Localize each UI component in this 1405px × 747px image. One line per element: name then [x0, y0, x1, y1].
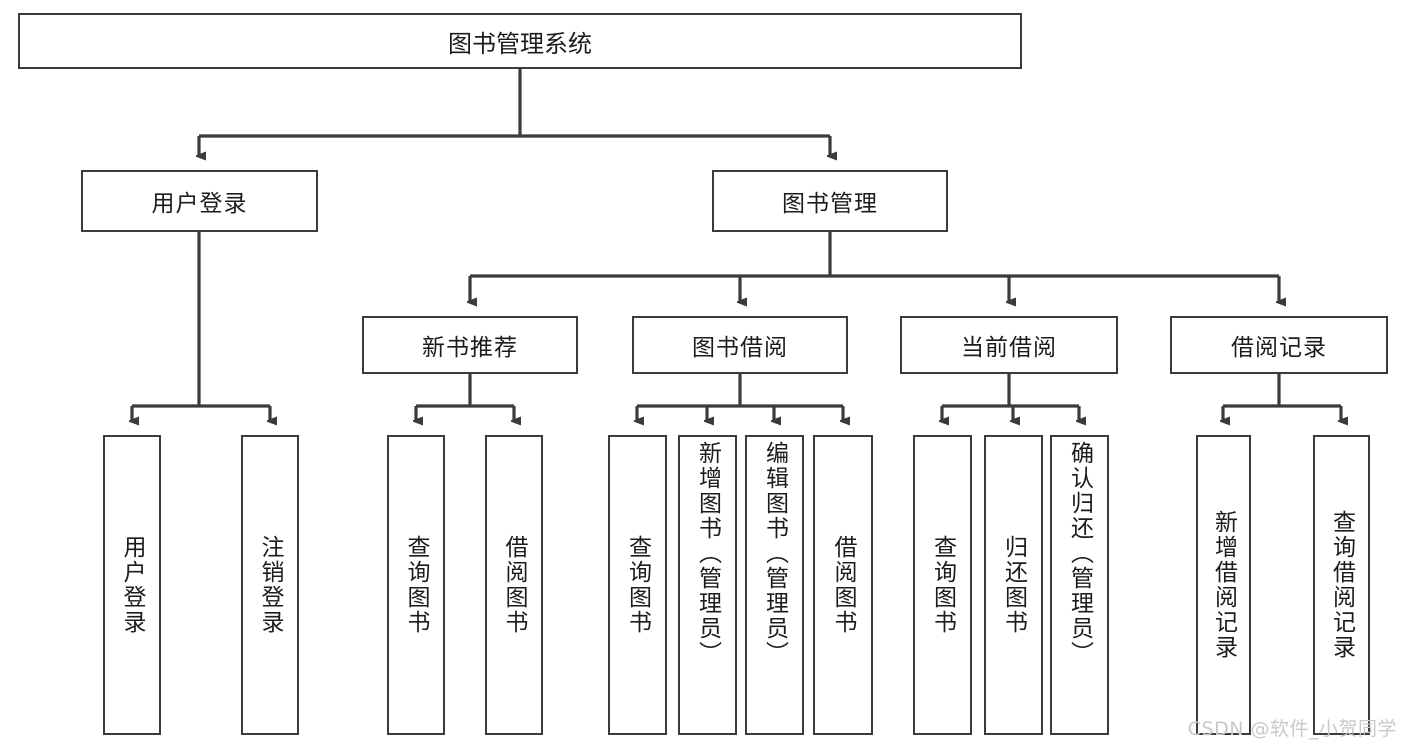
leaf-query-record-label: 查询借阅记录 — [1328, 510, 1355, 660]
leaf-add-record-label: 新增借阅记录 — [1210, 510, 1237, 660]
leaf-borrow-book-1-label: 借阅图书 — [501, 535, 528, 635]
leaf-query-book-3-label: 查询图书 — [929, 535, 956, 635]
watermark: CSDN @软件_小贺同学 — [1187, 718, 1397, 740]
node-current-borrow-label: 当前借阅 — [961, 335, 1057, 361]
leaf-user-login-label: 用户登录 — [119, 535, 146, 635]
leaf-borrow-book-2-label: 借阅图书 — [830, 535, 857, 635]
leaf-edit-book-label: 编辑图书（管理员） — [761, 441, 788, 666]
leaf-user-login[interactable]: 用户登录 — [103, 435, 161, 735]
node-book-borrow[interactable]: 图书借阅 — [632, 316, 848, 374]
leaf-confirm-return[interactable]: 确认归还（管理员） — [1050, 435, 1109, 735]
leaf-query-book-3[interactable]: 查询图书 — [913, 435, 972, 735]
node-user-login-label: 用户登录 — [151, 191, 248, 217]
node-borrow-record-label: 借阅记录 — [1231, 335, 1327, 361]
leaf-borrow-book-1[interactable]: 借阅图书 — [485, 435, 543, 735]
node-borrow-record[interactable]: 借阅记录 — [1170, 316, 1388, 374]
leaf-query-record[interactable]: 查询借阅记录 — [1313, 435, 1370, 735]
leaf-return-book[interactable]: 归还图书 — [984, 435, 1043, 735]
node-root-label: 图书管理系统 — [448, 29, 592, 58]
node-new-book-rec[interactable]: 新书推荐 — [362, 316, 578, 374]
leaf-add-book-label: 新增图书（管理员） — [694, 441, 721, 666]
leaf-confirm-return-label: 确认归还（管理员） — [1066, 441, 1093, 666]
leaf-query-book-2[interactable]: 查询图书 — [608, 435, 667, 735]
leaf-logout[interactable]: 注销登录 — [241, 435, 299, 735]
node-new-book-rec-label: 新书推荐 — [422, 335, 518, 361]
leaf-query-book-1-label: 查询图书 — [403, 535, 430, 635]
leaf-add-record[interactable]: 新增借阅记录 — [1196, 435, 1251, 735]
node-user-login[interactable]: 用户登录 — [81, 170, 318, 232]
leaf-query-book-1[interactable]: 查询图书 — [387, 435, 445, 735]
node-book-manage-label: 图书管理 — [782, 191, 878, 217]
leaf-edit-book[interactable]: 编辑图书（管理员） — [745, 435, 804, 735]
node-current-borrow[interactable]: 当前借阅 — [900, 316, 1118, 374]
leaf-borrow-book-2[interactable]: 借阅图书 — [813, 435, 873, 735]
leaf-return-book-label: 归还图书 — [1000, 535, 1027, 635]
leaf-query-book-2-label: 查询图书 — [624, 535, 651, 635]
leaf-logout-label: 注销登录 — [257, 535, 284, 635]
node-book-manage[interactable]: 图书管理 — [712, 170, 948, 232]
node-book-borrow-label: 图书借阅 — [692, 335, 788, 361]
leaf-add-book[interactable]: 新增图书（管理员） — [678, 435, 737, 735]
node-root[interactable]: 图书管理系统 — [18, 13, 1022, 69]
